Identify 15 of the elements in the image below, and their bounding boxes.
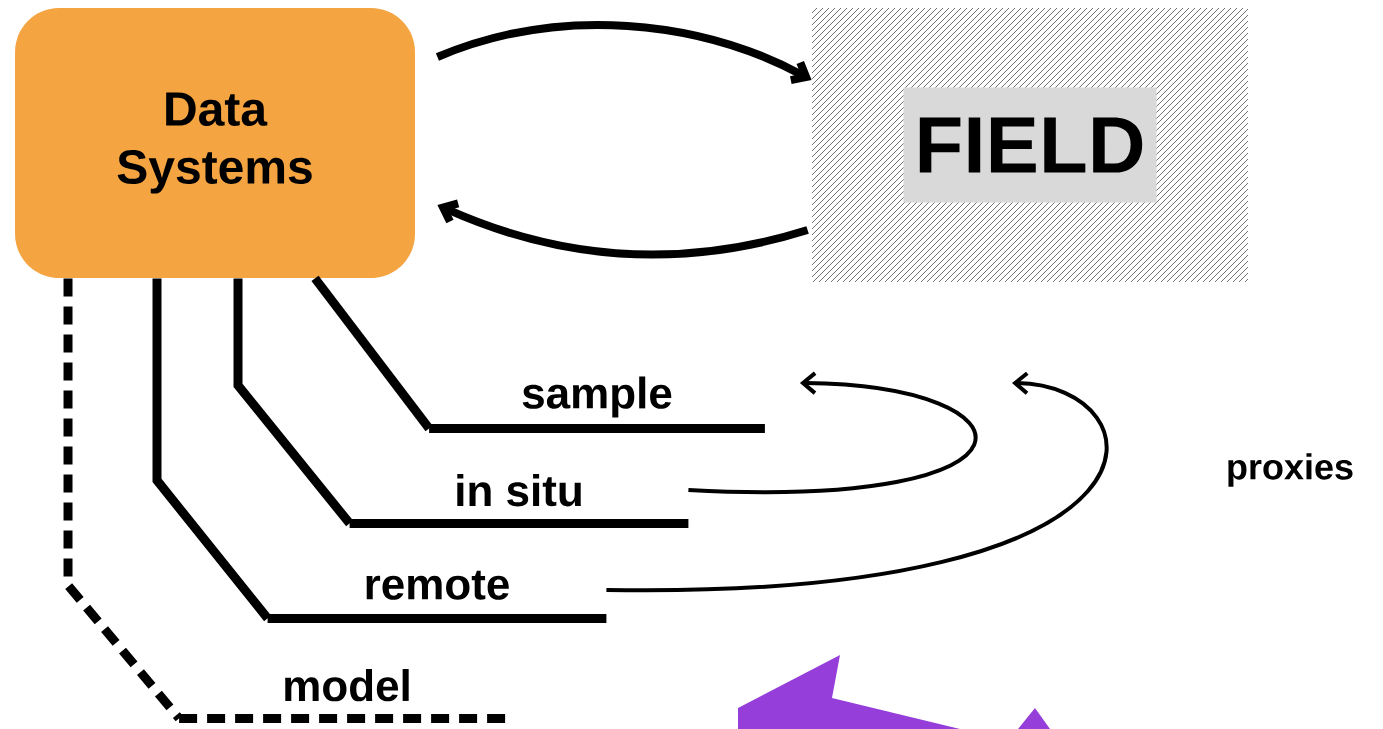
edge-label: proxies <box>1223 451 1356 489</box>
arrow <box>436 20 812 85</box>
arrow <box>606 371 1108 592</box>
underlined-label: in situ <box>349 474 689 528</box>
underlined-label: sample <box>429 376 765 433</box>
hatched-box: FIELD <box>903 87 1157 203</box>
connector-line <box>233 278 354 527</box>
underlined-label: model <box>179 669 515 723</box>
connector-line <box>152 278 272 622</box>
connector-line <box>311 275 433 432</box>
dashed-line <box>63 278 183 722</box>
underlined-label: remote <box>267 570 607 623</box>
arrow <box>437 199 809 259</box>
process-box: Data Systems <box>15 8 415 278</box>
arrow <box>688 371 977 495</box>
